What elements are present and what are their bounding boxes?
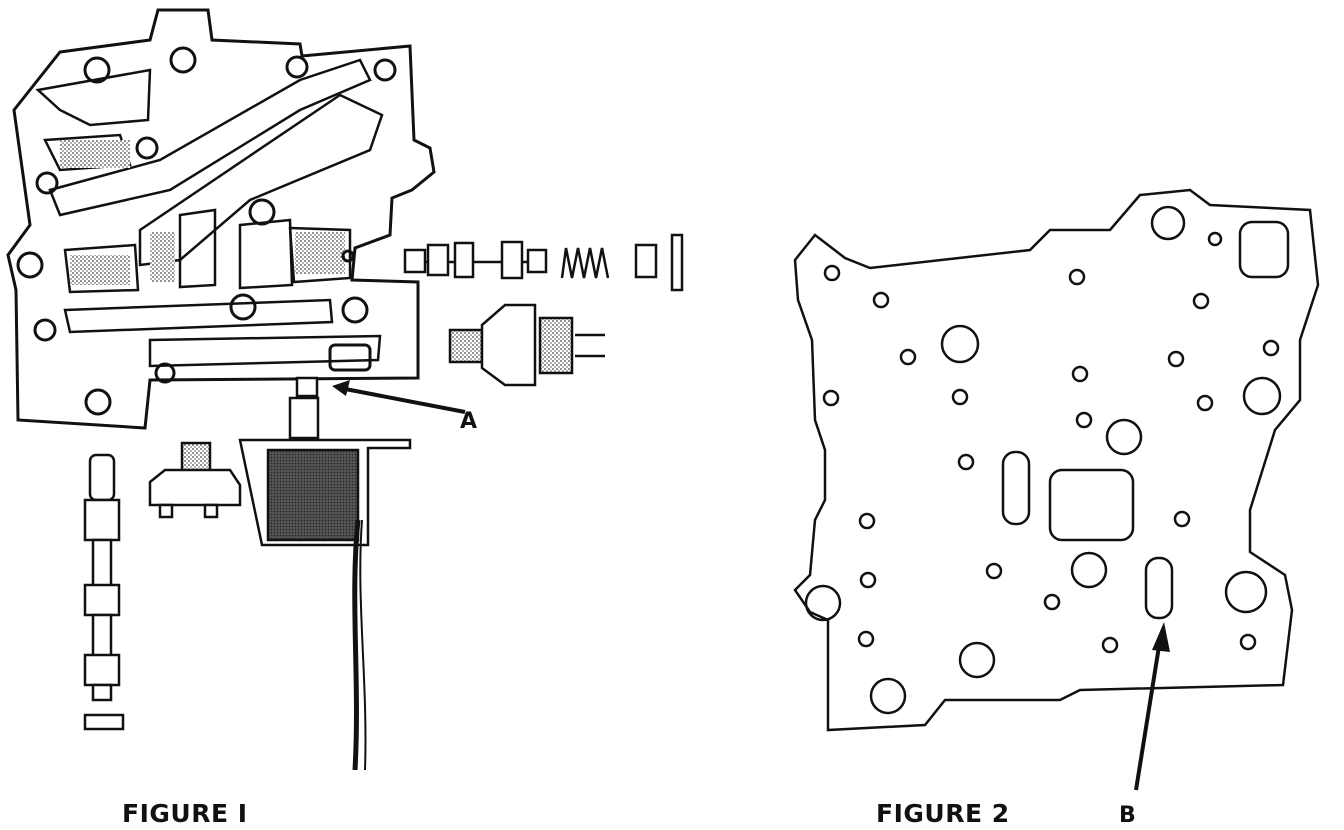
separator-plate-outline — [793, 188, 1320, 732]
valve-body — [6, 8, 436, 430]
check-valve — [148, 441, 242, 519]
manual-valve — [83, 453, 125, 731]
callout-label-b: B — [1119, 803, 1136, 828]
callout-a — [295, 376, 466, 414]
figure-2-caption: FIGURE 2 — [876, 799, 1010, 828]
callout-b-port — [1144, 556, 1174, 620]
callout-b — [1134, 622, 1170, 791]
callout-label-a: A — [460, 409, 477, 434]
shift-valve-spool — [403, 233, 684, 292]
solenoid — [238, 396, 412, 771]
figure-2 — [793, 188, 1320, 791]
pressure-switch — [448, 303, 605, 387]
figure-1-caption: FIGURE I — [122, 799, 248, 828]
figure-1 — [6, 8, 684, 771]
